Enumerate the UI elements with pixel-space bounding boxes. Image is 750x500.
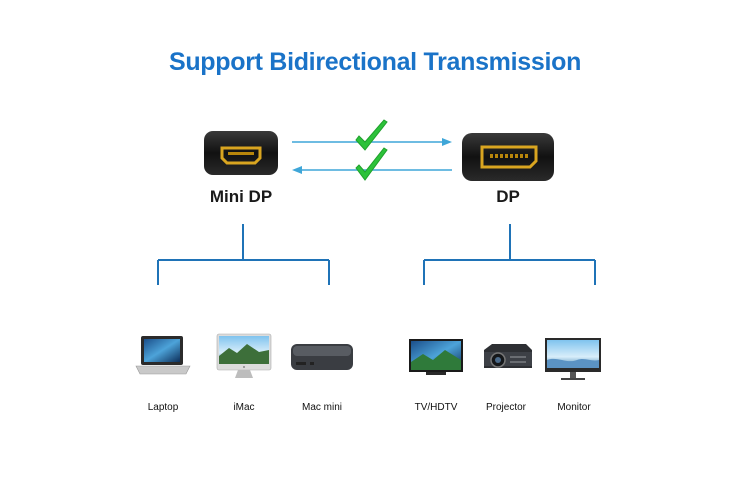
right-device-tree (423, 224, 596, 285)
check-icon (355, 119, 388, 151)
mini-dp-port-icon (204, 131, 278, 175)
arrow-left (292, 166, 452, 174)
left-device-tree (157, 224, 330, 285)
dp-label: DP (496, 187, 520, 206)
laptop-icon (135, 336, 191, 375)
page-title: Support Bidirectional Transmission (168, 48, 582, 76)
check-icon (355, 147, 388, 181)
imac-icon (216, 333, 272, 378)
device-label-mac-mini: Mac mini (301, 402, 342, 413)
mac-mini-icon (291, 344, 353, 370)
monitor-icon (545, 338, 601, 380)
device-label-projector: Projector (485, 402, 526, 413)
device-label-monitor: Monitor (557, 402, 591, 413)
device-label-imac: iMac (233, 402, 255, 413)
tv-icon (409, 339, 463, 375)
mini-dp-label: Mini DP (209, 187, 273, 206)
dp-port-icon (462, 133, 554, 181)
device-label-tv: TV/HDTV (414, 402, 458, 413)
device-label-laptop: Laptop (147, 402, 179, 413)
projector-icon (484, 344, 532, 368)
